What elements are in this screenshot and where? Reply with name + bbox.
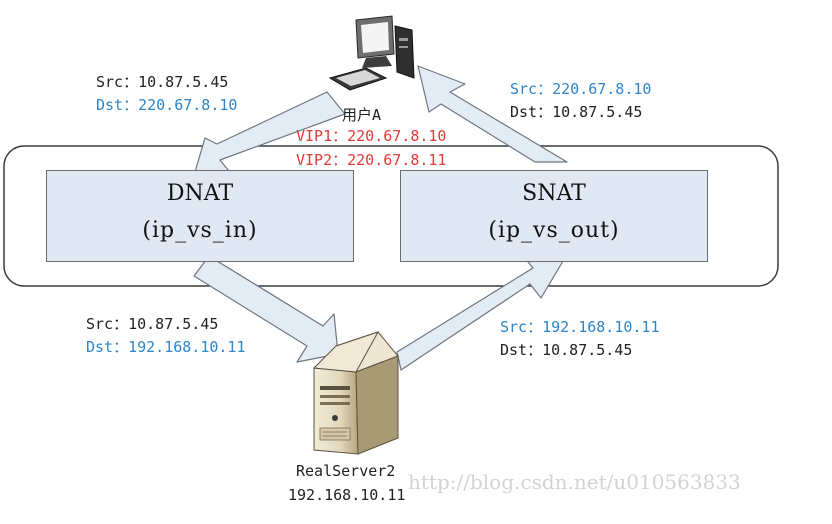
snat-subtitle: (ip_vs_out)	[488, 218, 620, 243]
lvs-director-frame	[3, 145, 779, 287]
arrow-snat-to-client	[417, 65, 568, 163]
packet-client-to-dnat: Src：10.87.5.45 Dst：220.67.8.10	[96, 73, 237, 114]
packet-snat-to-client: Src：220.67.8.10 Dst：10.87.5.45	[510, 80, 651, 121]
packet-src: Src：10.87.5.45	[96, 73, 229, 91]
server-ip: 192.168.10.11	[288, 486, 406, 504]
watermark-url: http://blog.csdn.net/u010563833	[408, 470, 741, 494]
user-label: 用户A	[342, 106, 382, 124]
arrow-dnat-to-server	[193, 255, 339, 363]
arrow-server-to-snat	[396, 255, 567, 371]
desktop-computer-icon	[328, 15, 415, 91]
dnat-title: DNAT	[166, 181, 234, 206]
vip1-label: VIP1：220.67.8.10	[296, 127, 447, 145]
server-tower-icon	[312, 331, 399, 455]
server-name: RealServer2	[296, 462, 396, 480]
snat-title: SNAT	[522, 181, 586, 206]
packet-dst: Dst：192.168.10.11	[86, 338, 246, 356]
packet-src: Src：220.67.8.10	[510, 80, 652, 98]
packet-dst: Dst：10.87.5.45	[500, 341, 633, 359]
dnat-box: DNAT (ip_vs_in)	[46, 170, 354, 262]
packet-src: Src：192.168.10.11	[500, 318, 660, 336]
packet-src: Src：10.87.5.45	[86, 315, 219, 333]
dnat-subtitle: (ip_vs_in)	[142, 218, 258, 243]
packet-dst: Dst：10.87.5.45	[510, 103, 643, 121]
packet-dnat-to-server: Src：10.87.5.45 Dst：192.168.10.11	[86, 315, 246, 356]
snat-box: SNAT (ip_vs_out)	[400, 170, 708, 262]
vip2-label: VIP2：220.67.8.11	[296, 151, 447, 169]
packet-dst: Dst：220.67.8.10	[96, 96, 238, 114]
packet-server-to-snat: Src：192.168.10.11 Dst：10.87.5.45	[500, 318, 660, 359]
